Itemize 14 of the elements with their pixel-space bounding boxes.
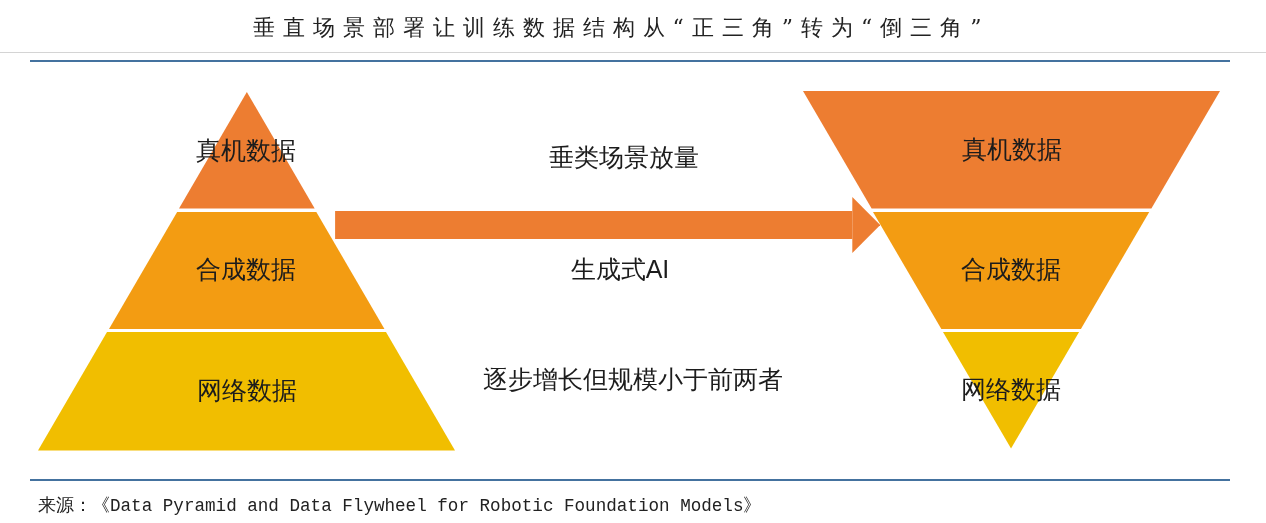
band-label: 真机数据 — [961, 136, 1062, 164]
pyramid-band — [38, 331, 455, 450]
band-label: 合成数据 — [196, 256, 297, 284]
band-label: 合成数据 — [961, 256, 1062, 284]
annotation: 垂类场景放量 — [549, 144, 699, 172]
arrow — [335, 197, 881, 253]
annotation: 生成式AI — [570, 256, 670, 284]
title: 垂直场景部署让训练数据结构从“正三角”转为“倒三角” — [252, 15, 990, 41]
annotation: 逐步增长但规模小于前两者 — [483, 366, 783, 394]
pyramid-band — [873, 211, 1150, 329]
pyramid-band — [108, 211, 385, 329]
band-label: 网络数据 — [196, 377, 297, 405]
pyramid-band — [803, 91, 1220, 209]
source-note: 来源：《Data Pyramid and Data Flywheel for Robotic Foundation Models》 — [38, 497, 762, 517]
